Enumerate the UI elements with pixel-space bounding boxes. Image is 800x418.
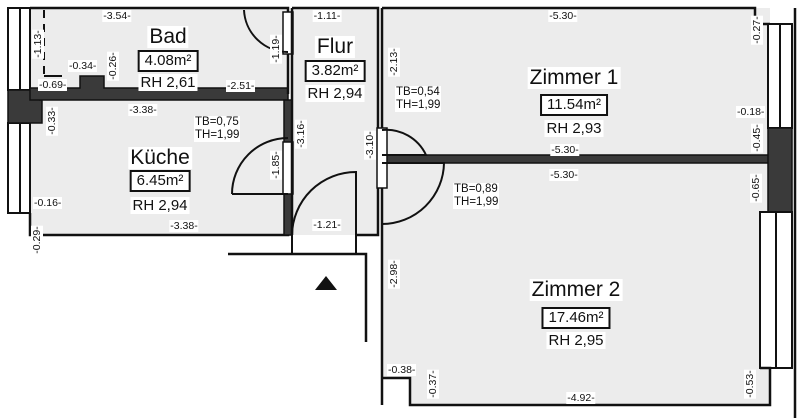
- dim-bad-top: -3.54-: [102, 10, 132, 22]
- dim-z2-top: -5.30-: [549, 169, 579, 181]
- dim-flur-right: -3.10-: [364, 130, 376, 160]
- room-name-flur: Flur: [314, 35, 356, 58]
- room-name-zimmer1: Zimmer 1: [527, 66, 621, 89]
- dim-flur-bottom: -1.21-: [312, 219, 342, 231]
- room-area-kueche: 6.45m²: [129, 170, 191, 192]
- dim-z1-right-top: -0.27-: [751, 15, 763, 45]
- dim-bad-left: -1.13-: [32, 29, 44, 59]
- door-height-kueche: TH=1,99: [195, 129, 240, 141]
- room-height-bad: RH 2,61: [138, 74, 198, 91]
- dim-kueche-left: -0.33-: [46, 106, 58, 136]
- dim-flur-left: -3.16-: [295, 119, 307, 149]
- door-swing-kueche: [231, 137, 289, 195]
- dim-bad-step-w: -0.34-: [68, 60, 98, 72]
- stairwell-wall: [228, 252, 368, 342]
- door-height-zimmer1: TH=1,99: [396, 99, 441, 111]
- solid-wall-right: [767, 127, 793, 213]
- solid-wall-z1-z2: [381, 154, 771, 164]
- dim-z1-left: -2.13-: [388, 47, 400, 77]
- room-name-bad: Bad: [147, 25, 189, 48]
- dim-z2-corner-h: -0.37-: [427, 369, 439, 399]
- room-name-kueche: Küche: [128, 146, 192, 169]
- dim-z1-top: -5.30-: [548, 10, 578, 22]
- door-width-zimmer2: TB=0,89: [454, 183, 498, 195]
- dim-z2-right-bottom: -0.53-: [744, 369, 756, 399]
- room-height-zimmer2: RH 2,95: [546, 332, 606, 349]
- room-height-kueche: RH 2,94: [130, 197, 190, 214]
- dim-z2-right-top: -0.65-: [750, 173, 762, 203]
- room-area-bad: 4.08m²: [137, 50, 199, 72]
- dim-bad-step-h: -0.26-: [107, 51, 119, 81]
- dim-kueche-corner: -0.29-: [31, 225, 43, 255]
- door-height-zimmer2: TH=1,99: [454, 196, 499, 208]
- door-width-kueche: TB=0,75: [195, 116, 239, 128]
- door-width-zimmer1: TB=0,54: [396, 86, 440, 98]
- room-name-zimmer2: Zimmer 2: [529, 278, 623, 301]
- dim-kueche-bottom: -3.38-: [169, 220, 199, 232]
- room-area-zimmer1: 11.54m²: [540, 94, 608, 116]
- room-height-zimmer1: RH 2,93: [544, 120, 604, 137]
- dim-z1-sill: -0.18-: [736, 106, 766, 118]
- dim-z2-left: -2.98-: [388, 259, 400, 289]
- door-swing-entrance: [291, 170, 357, 236]
- dim-z1-bottom: -5.30-: [550, 144, 580, 156]
- dim-flur-top: -1.11-: [312, 10, 342, 22]
- dim-bad-bottom-left: -0.69-: [38, 79, 68, 91]
- entrance-triangle-icon: [315, 276, 337, 290]
- door-note-kueche: TB=0,75 TH=1,99: [194, 116, 241, 142]
- dim-z2-bottom: -4.92-: [566, 392, 596, 404]
- dim-kueche-door: -1.85-: [270, 150, 282, 180]
- dim-bad-bottom-right: -2.51-: [226, 80, 256, 92]
- dim-kueche-top: -3.38-: [128, 104, 158, 116]
- dim-z1-right-bottom: -0.45-: [751, 123, 763, 153]
- door-note-zimmer1: TB=0,54 TH=1,99: [395, 86, 442, 112]
- door-swing-zimmer2: [381, 162, 446, 225]
- room-area-zimmer2: 17.46m²: [541, 307, 611, 329]
- dim-bad-right: -1.19-: [270, 34, 282, 64]
- door-swing-zimmer1: [381, 128, 428, 156]
- room-area-flur: 3.82m²: [304, 60, 366, 82]
- door-note-zimmer2: TB=0,89 TH=1,99: [453, 183, 500, 209]
- room-height-flur: RH 2,94: [305, 85, 365, 102]
- dim-kueche-sill: -0.16-: [33, 197, 63, 209]
- dim-z2-corner-w: -0.38-: [387, 364, 417, 376]
